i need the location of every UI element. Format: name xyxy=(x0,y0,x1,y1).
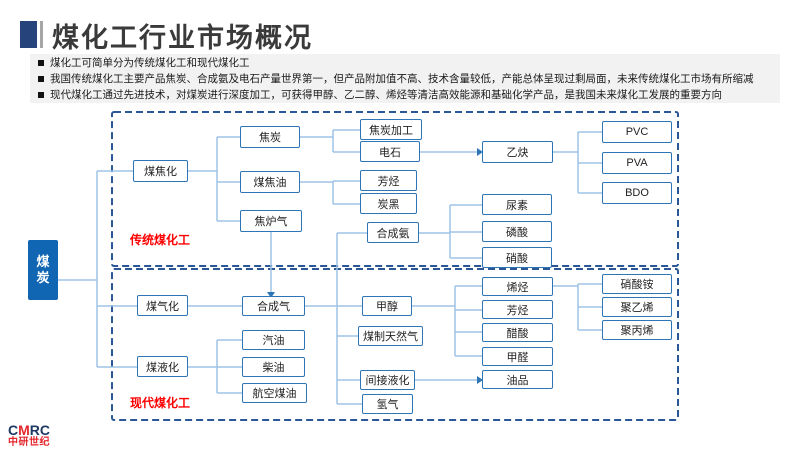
node-aromatics-1: 芳烃 xyxy=(360,170,417,191)
node-coal-tar: 煤焦油 xyxy=(240,171,300,193)
node-olefins: 烯烃 xyxy=(482,277,553,296)
logo-letters: RC xyxy=(29,422,51,438)
logo-text-cn: 中研世纪 xyxy=(8,437,50,448)
node-polypropylene: 聚丙烯 xyxy=(602,320,672,340)
bullet-square-icon xyxy=(38,91,44,98)
node-pvc: PVC xyxy=(602,121,672,143)
bullet-text: 我国传统煤化工主要产品焦炭、合成氨及电石产量世界第一，但产品附加值不高、技术含量… xyxy=(50,73,754,85)
bullet-text: 煤化工可简单分为传统煤化工和现代煤化工 xyxy=(50,57,250,69)
node-carbon-black: 炭黑 xyxy=(360,193,417,214)
node-diesel: 柴油 xyxy=(242,357,305,377)
node-calcium-carbide: 电石 xyxy=(360,141,420,162)
node-coal-coking: 煤焦化 xyxy=(133,160,188,182)
node-urea: 尿素 xyxy=(482,194,552,215)
node-coke-processing: 焦炭加工 xyxy=(360,119,422,140)
node-indirect-liquefaction: 间接液化 xyxy=(360,370,415,390)
node-coke-oven-gas: 焦炉气 xyxy=(240,210,302,232)
node-coal-gasification: 煤气化 xyxy=(137,295,188,316)
logo-text-en: CMRC xyxy=(8,423,50,437)
node-nitric-acid: 硝酸 xyxy=(482,247,552,268)
node-coal: 煤 炭 xyxy=(28,240,58,300)
node-phosphoric-acid: 磷酸 xyxy=(482,221,552,242)
bullet-row: 现代煤化工通过先进技术，对煤炭进行深度加工，可获得甲醇、乙二醇、烯烃等清洁高效能… xyxy=(38,87,780,102)
traditional-section-label: 传统煤化工 xyxy=(130,233,191,247)
bullet-row: 煤化工可简单分为传统煤化工和现代煤化工 xyxy=(38,55,780,70)
modern-section-label: 现代煤化工 xyxy=(130,396,191,410)
company-logo: CMRC 中研世纪 xyxy=(8,423,50,448)
node-coke: 焦炭 xyxy=(240,126,300,148)
node-syngas: 合成气 xyxy=(242,296,305,316)
bullet-row: 我国传统煤化工主要产品焦炭、合成氨及电石产量世界第一，但产品附加值不高、技术含量… xyxy=(38,71,780,86)
summary-panel: 煤化工可简单分为传统煤化工和现代煤化工 我国传统煤化工主要产品焦炭、合成氨及电石… xyxy=(30,54,780,103)
bullet-text: 现代煤化工通过先进技术，对煤炭进行深度加工，可获得甲醇、乙二醇、烯烃等清洁高效能… xyxy=(50,89,722,101)
title-accent-bar xyxy=(40,21,43,48)
node-coal-to-gas: 煤制天然气 xyxy=(358,326,423,346)
node-ammonium-nitrate: 硝酸铵 xyxy=(602,274,672,294)
bullet-square-icon xyxy=(38,59,44,66)
logo-letter: C xyxy=(8,422,19,438)
node-oil-products: 油品 xyxy=(482,370,553,389)
node-polyethylene: 聚乙烯 xyxy=(602,297,672,317)
node-acetic-acid: 醋酸 xyxy=(482,323,553,342)
logo-letter-accent: M xyxy=(18,422,30,438)
node-formaldehyde: 甲醛 xyxy=(482,347,553,366)
node-methanol: 甲醇 xyxy=(362,296,412,316)
node-gasoline: 汽油 xyxy=(242,330,305,350)
node-hydrogen: 氢气 xyxy=(362,394,413,414)
node-coal-liquefaction: 煤液化 xyxy=(137,356,188,377)
page-title: 煤化工行业市场概况 xyxy=(52,23,313,53)
node-jet-fuel: 航空煤油 xyxy=(242,383,307,403)
node-synthetic-ammonia: 合成氨 xyxy=(367,222,419,243)
node-acetylene: 乙炔 xyxy=(482,141,553,163)
title-accent-square xyxy=(20,21,37,48)
node-aromatics-2: 芳烃 xyxy=(482,300,553,319)
node-pva: PVA xyxy=(602,152,672,174)
bullet-square-icon xyxy=(38,75,44,82)
node-bdo: BDO xyxy=(602,182,672,204)
